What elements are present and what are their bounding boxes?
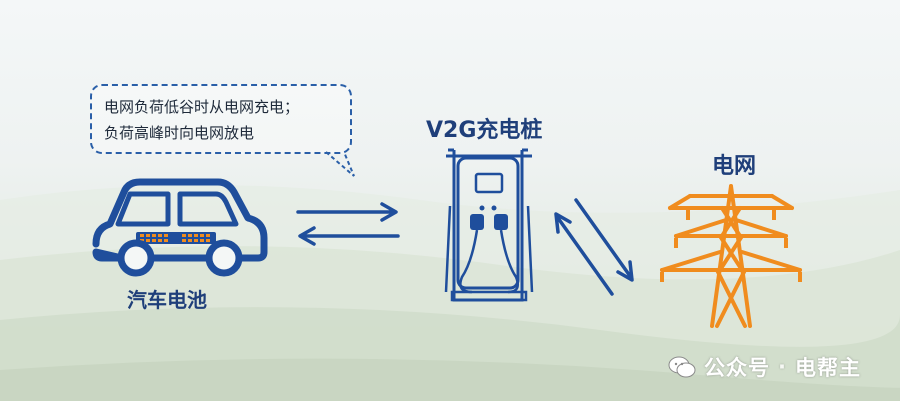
watermark-account: 电帮主	[794, 356, 861, 380]
speech-bubble: 电网负荷低谷时从电网充电； 负荷高峰时向电网放电	[90, 84, 352, 154]
watermark: 公众号 · 电帮主	[668, 352, 861, 382]
car-battery-label: 汽车电池	[127, 288, 207, 312]
bubble-tail	[325, 151, 355, 177]
grid-label: 电网	[712, 154, 757, 179]
car-battery-icon	[92, 178, 268, 277]
v2g-charger-icon	[444, 148, 534, 302]
wechat-icon	[668, 356, 696, 378]
car-charger-arrows	[296, 202, 400, 246]
charger-label: V2G充电桩	[426, 118, 543, 143]
charger-grid-arrows	[554, 198, 634, 296]
bubble-line-2: 负荷高峰时向电网放电	[104, 124, 255, 142]
power-tower-icon	[660, 184, 802, 328]
watermark-platform: 公众号	[704, 356, 770, 380]
watermark-separator: ·	[778, 355, 787, 379]
bubble-line-1: 电网负荷低谷时从电网充电；	[104, 98, 300, 116]
